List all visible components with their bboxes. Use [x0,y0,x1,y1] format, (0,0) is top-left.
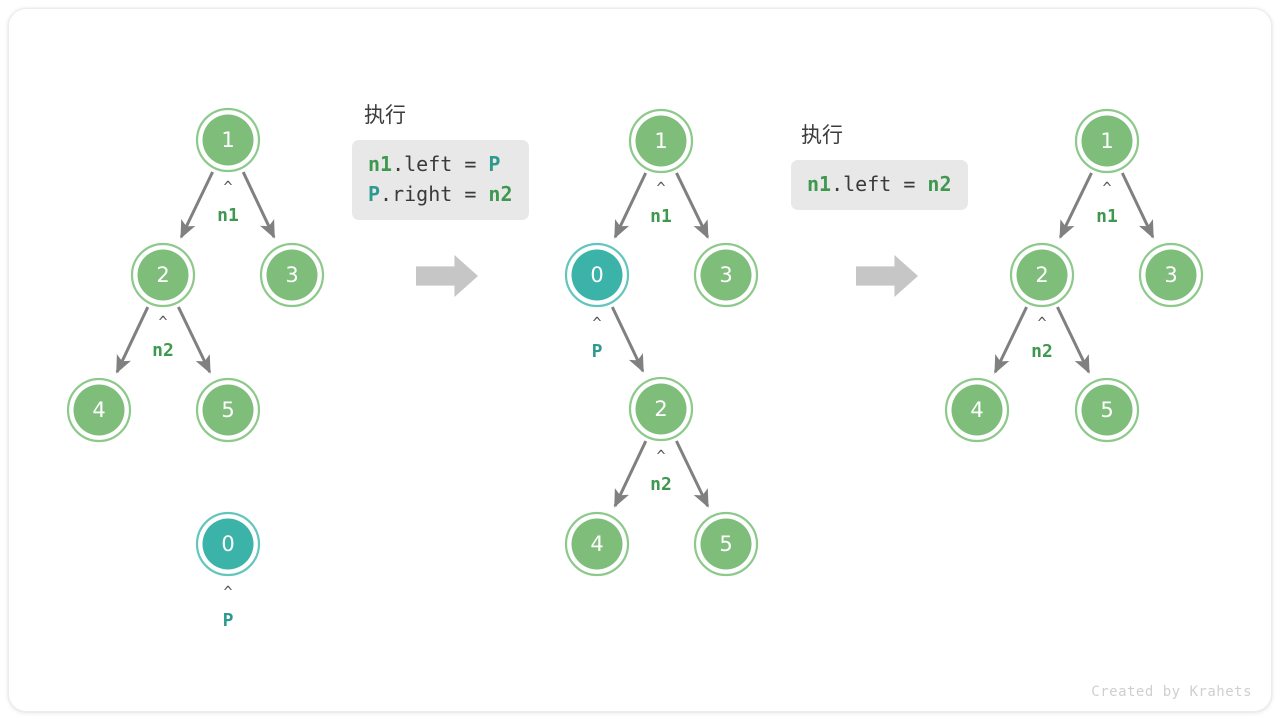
code-token: P [368,182,381,206]
tree-edges [115,171,1155,508]
code-token: n1 [368,152,393,176]
tree-edge [179,171,214,239]
pointer-label: n1 [1096,206,1118,227]
tree-node: 3 [693,242,759,308]
pointer-label: P [591,341,603,362]
node-value: 3 [1164,263,1177,287]
tree-node: 3 [1138,242,1204,308]
code-token: P [488,152,501,176]
node-value: 0 [590,263,603,287]
transition-arrow-icon [416,255,478,297]
code-line: P.right = n2 [368,179,513,209]
tree-nodes: 1 2 3 4 5 0 1 0 3 2 4 5 1 2 3 4 5 [66,107,1204,577]
code-token: .left = [831,172,928,196]
node-value: 4 [590,532,603,556]
node-value: 4 [92,398,105,422]
tree-node: 1 [1074,108,1140,174]
code-line: n1.left = P [368,149,513,179]
node-value: 5 [719,532,732,556]
pointer-label: n2 [650,474,672,495]
pointer-caret-icon: ^ [223,178,233,196]
tree-node: 2 [1009,242,1075,308]
tree-edge [675,440,710,508]
tree-node: 5 [195,377,261,443]
code-token: n2 [488,182,513,206]
tree-node: 0 [195,511,261,577]
tree-node: 1 [628,108,694,174]
tree-edge [241,171,276,239]
pointer-label: n1 [217,205,239,226]
pointer-caret-icon: ^ [656,447,666,465]
pointer-label: n2 [152,340,174,361]
pointer-label: n2 [1031,341,1053,362]
node-value: 2 [1035,263,1048,287]
node-value: 5 [1100,398,1113,422]
node-value: 4 [970,398,983,422]
pointer-label: P [222,610,234,631]
code-token: .right = [380,182,489,206]
tree-node: 5 [693,511,759,577]
node-value: 1 [1100,129,1113,153]
code-token: n2 [927,172,952,196]
tree-edge [675,172,710,239]
pointer-caret-icon: ^ [1037,314,1047,332]
tree-node: 1 [195,107,261,173]
node-value: 2 [156,263,169,287]
tree-node: 4 [66,377,132,443]
tree-node: 4 [944,377,1010,443]
node-value: 3 [719,263,732,287]
tree-edge [1058,172,1093,239]
tree-node: 0 [564,242,630,308]
step-3-code-box: n1.left = n2 [791,160,968,210]
code-line: n1.left = n2 [807,169,952,199]
tree-edge [993,306,1028,374]
step-2-caption: 执行 [364,103,406,127]
tree-edge [1056,306,1091,374]
code-token: n1 [807,172,832,196]
tree-edge [1120,172,1155,239]
step-arrows [416,255,918,297]
node-value: 0 [221,532,234,556]
node-value: 2 [654,397,667,421]
node-value: 1 [654,129,667,153]
pointer-caret-icon: ^ [656,179,666,197]
node-value: 5 [221,398,234,422]
step-3-caption: 执行 [801,123,843,147]
tree-node: 2 [628,376,694,442]
transition-arrow-icon [856,255,918,297]
credit-text: Created by Krahets [1091,684,1252,700]
tree-node: 5 [1074,377,1140,443]
pointer-caret-icon: ^ [158,313,168,331]
tree-node: 2 [130,242,196,308]
tree-edge [613,172,648,239]
pointer-caret-icon: ^ [1102,179,1112,197]
node-value: 3 [285,263,298,287]
pointer-caret-icon: ^ [223,583,233,601]
tree-edge [177,306,212,374]
tree-node: 4 [564,511,630,577]
node-value: 1 [221,128,234,152]
tree-node: 3 [259,242,325,308]
tree-edge [613,440,648,508]
code-token: .left = [392,152,489,176]
tree-edge [610,306,645,373]
pointer-label: n1 [650,206,672,227]
tree-edge [115,306,150,374]
pointer-caret-icon: ^ [592,314,602,332]
